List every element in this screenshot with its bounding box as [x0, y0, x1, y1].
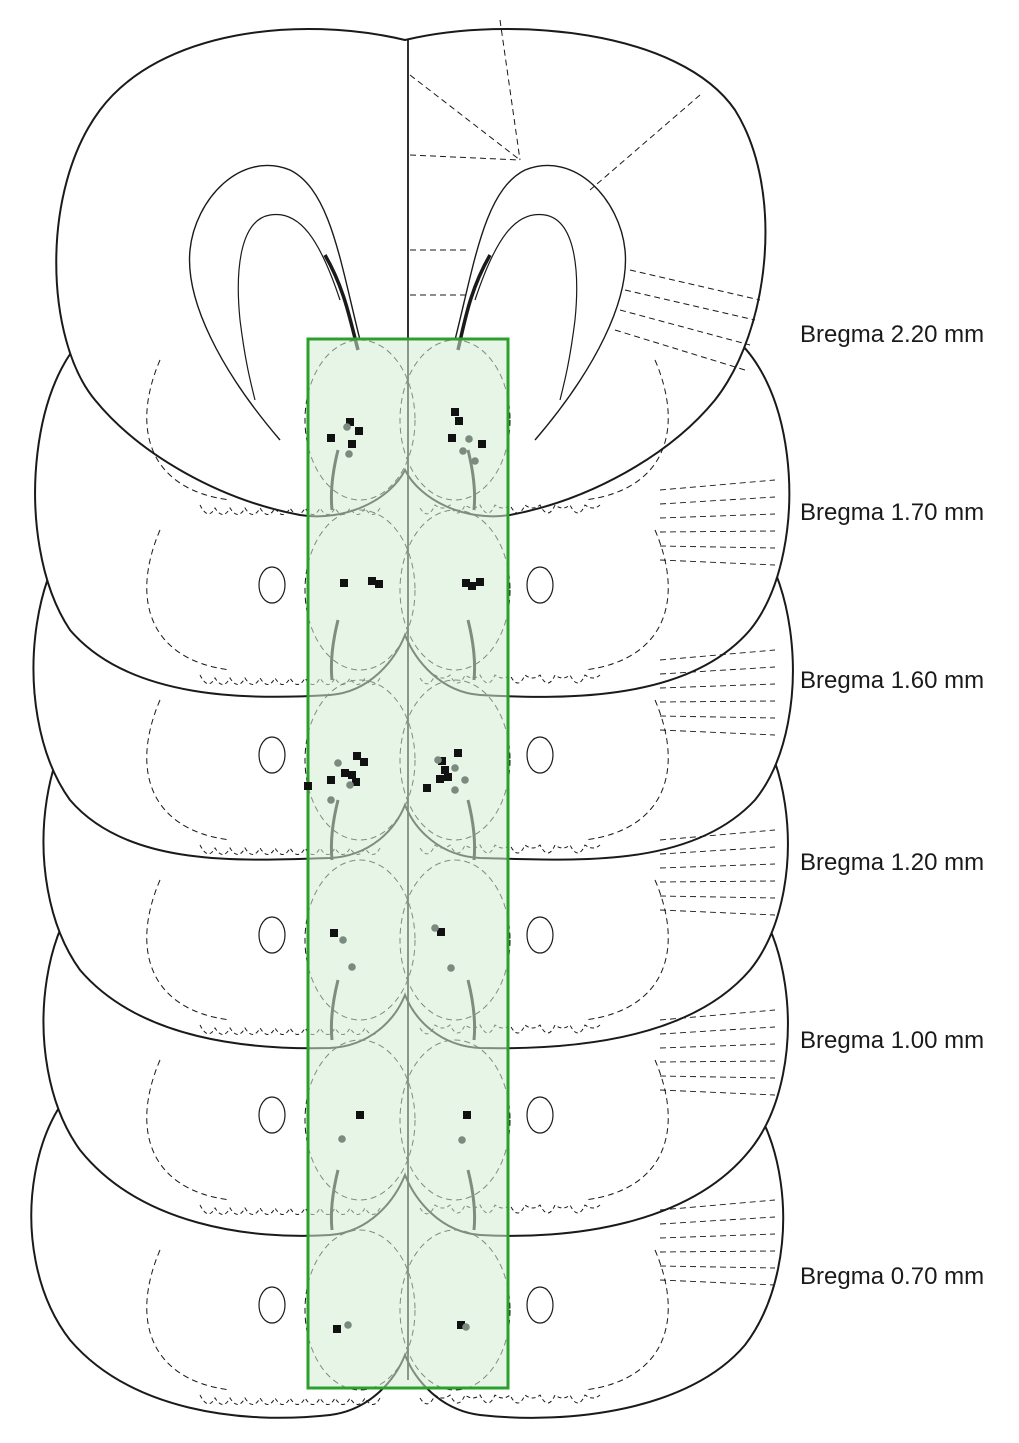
circle-marker	[461, 776, 469, 784]
circle-marker	[334, 759, 342, 767]
circle-marker	[458, 1136, 466, 1144]
square-marker	[448, 434, 456, 442]
bregma-label-1-00: Bregma 1.00 mm	[800, 1029, 984, 1053]
square-marker	[463, 1111, 471, 1119]
square-marker	[304, 782, 312, 790]
square-marker	[360, 758, 368, 766]
square-marker	[455, 417, 463, 425]
circle-marker	[471, 457, 479, 465]
square-marker	[441, 766, 449, 774]
bregma-label-1-20: Bregma 1.20 mm	[800, 851, 984, 875]
square-marker	[478, 440, 486, 448]
square-marker	[436, 775, 444, 783]
square-marker	[340, 579, 348, 587]
square-marker	[375, 580, 383, 588]
square-marker	[341, 769, 349, 777]
square-marker	[348, 771, 356, 779]
square-marker	[348, 440, 356, 448]
circle-marker	[459, 447, 467, 455]
circle-marker	[434, 756, 442, 764]
square-marker	[468, 582, 476, 590]
square-marker	[423, 784, 431, 792]
square-marker	[476, 578, 484, 586]
square-marker	[330, 929, 338, 937]
bregma-label-1-60: Bregma 1.60 mm	[800, 669, 984, 693]
circle-marker	[451, 786, 459, 794]
circle-marker	[343, 423, 351, 431]
circle-marker	[344, 1321, 352, 1329]
circle-marker	[338, 1135, 346, 1143]
square-marker	[353, 752, 361, 760]
circle-marker	[339, 936, 347, 944]
bregma-label-1-70: Bregma 1.70 mm	[800, 501, 984, 525]
square-marker	[355, 427, 363, 435]
square-marker	[333, 1325, 341, 1333]
circle-marker	[431, 924, 439, 932]
square-marker	[454, 749, 462, 757]
square-marker	[327, 776, 335, 784]
region-of-interest-box	[308, 339, 508, 1388]
circle-marker	[348, 963, 356, 971]
square-marker	[327, 434, 335, 442]
square-marker	[444, 773, 452, 781]
square-marker	[356, 1111, 364, 1119]
circle-marker	[462, 1323, 470, 1331]
square-marker	[451, 408, 459, 416]
circle-marker	[451, 764, 459, 772]
square-marker	[368, 577, 376, 585]
circle-marker	[447, 964, 455, 972]
bregma-label-2-20: Bregma 2.20 mm	[800, 323, 984, 347]
circle-marker	[465, 435, 473, 443]
circle-marker	[346, 781, 354, 789]
circle-marker	[345, 450, 353, 458]
bregma-label-0-70: Bregma 0.70 mm	[800, 1265, 984, 1289]
circle-marker	[327, 796, 335, 804]
